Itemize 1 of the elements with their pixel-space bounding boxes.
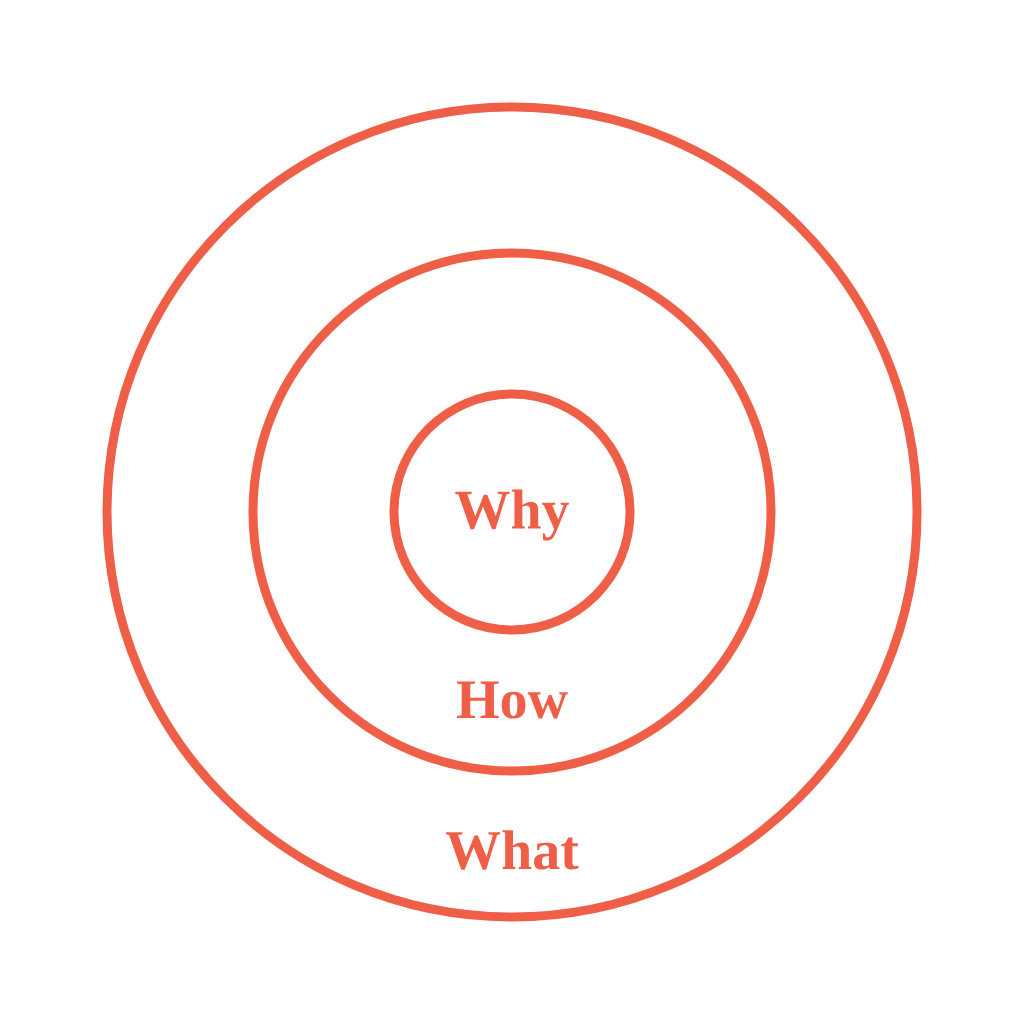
ring: Why — [389, 389, 635, 635]
